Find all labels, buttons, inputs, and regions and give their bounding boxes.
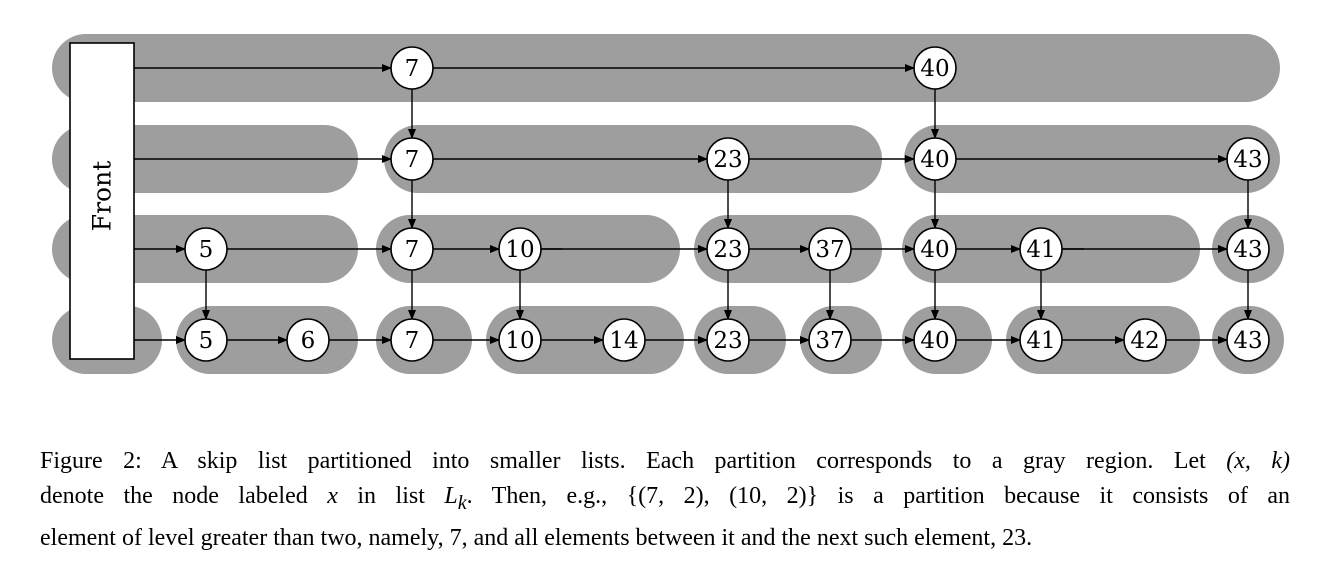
skip-list-node: 40 <box>913 46 957 90</box>
skip-list-node: 37 <box>808 227 852 271</box>
skip-list-node: 43 <box>1226 137 1270 181</box>
node-label: 10 <box>505 237 534 263</box>
node-circle <box>390 227 434 271</box>
caption-math-set: {(7, 2), (10, 2)} <box>626 483 819 509</box>
skip-list-node: 43 <box>1226 227 1270 271</box>
skip-list-node: 23 <box>706 137 750 181</box>
node-label: 41 <box>1026 328 1055 354</box>
skip-list-node: 6 <box>286 318 330 362</box>
list-edges <box>134 64 1252 344</box>
skip-list-node: 23 <box>706 318 750 362</box>
list-nodes: 7 40 7 23 40 43 5 7 10 23 37 40 41 43 5 6 7 10 14 23 37 40 41 4… <box>184 46 1270 362</box>
caption-text-2d: is a partition because it consists of an <box>818 483 1291 509</box>
node-label: 40 <box>920 147 949 173</box>
skip-list-node: 10 <box>498 318 542 362</box>
skip-list-node: 41 <box>1019 227 1063 271</box>
node-label: 10 <box>505 328 534 354</box>
node-label: 14 <box>609 328 638 354</box>
node-circle <box>706 318 750 362</box>
skip-list-node: 23 <box>706 227 750 271</box>
skip-list-diagram: Front 7 40 7 23 40 43 5 7 10 23 37 40 41 43 5 6 7 10 14 23 3… <box>52 34 1284 374</box>
node-circle <box>390 318 434 362</box>
caption-text-1: A skip list partitioned into smaller lis… <box>141 448 1227 474</box>
caption-math-x: x <box>327 483 338 509</box>
partition-regions <box>52 34 1284 374</box>
caption-line-2: denote the node labeled x in list Lk. Th… <box>40 479 1290 521</box>
skip-list-node: 5 <box>184 318 228 362</box>
caption-math-xk: (x, k) <box>1226 448 1291 474</box>
node-label: 40 <box>920 56 949 82</box>
node-circle <box>913 46 957 90</box>
node-circle <box>1123 318 1167 362</box>
node-label: 37 <box>815 328 844 354</box>
caption-text-2a: denote the node labeled <box>40 483 328 509</box>
skip-list-node: 37 <box>808 318 852 362</box>
node-circle <box>706 137 750 181</box>
skip-list-node: 7 <box>390 46 434 90</box>
caption-figure-label: Figure 2: <box>40 448 142 474</box>
node-circle <box>1226 318 1270 362</box>
node-label: 43 <box>1233 147 1262 173</box>
caption-text-2c: . Then, e.g., <box>466 483 627 509</box>
node-label: 41 <box>1026 237 1055 263</box>
node-label: 7 <box>405 147 420 173</box>
node-circle <box>1226 137 1270 181</box>
node-circle <box>184 227 228 271</box>
node-label: 6 <box>301 328 316 354</box>
node-label: 43 <box>1233 328 1262 354</box>
node-circle <box>286 318 330 362</box>
skip-list-node: 40 <box>913 318 957 362</box>
node-circle <box>913 318 957 362</box>
node-label: 5 <box>199 237 214 263</box>
node-circle <box>602 318 646 362</box>
caption-line-3: element of level greater than two, namel… <box>40 521 1290 556</box>
front-rect <box>69 42 135 360</box>
node-circle <box>1019 227 1063 271</box>
node-label: 5 <box>199 328 214 354</box>
skip-list-node: 7 <box>390 227 434 271</box>
skip-list-figure: Front 7 40 7 23 40 43 5 7 10 23 37 40 41 43 5 6 7 10 14 23 3… <box>52 34 1284 374</box>
node-label: 43 <box>1233 237 1262 263</box>
node-circle <box>498 227 542 271</box>
skip-list-node: 40 <box>913 137 957 181</box>
node-label: 40 <box>920 237 949 263</box>
node-label: 40 <box>920 328 949 354</box>
node-circle <box>808 227 852 271</box>
node-circle <box>808 318 852 362</box>
skip-list-node: 14 <box>602 318 646 362</box>
skip-list-node: 41 <box>1019 318 1063 362</box>
skip-list-node: 7 <box>390 318 434 362</box>
node-circle <box>498 318 542 362</box>
caption-math-lk: L <box>444 483 458 509</box>
front-box: Front <box>69 42 135 360</box>
skip-list-node: 43 <box>1226 318 1270 362</box>
node-label: 37 <box>815 237 844 263</box>
node-label: 7 <box>405 328 420 354</box>
front-label: Front <box>88 161 117 232</box>
node-circle <box>1226 227 1270 271</box>
node-circle <box>1019 318 1063 362</box>
node-circle <box>913 227 957 271</box>
caption-text-2b: in list <box>337 483 445 509</box>
node-label: 42 <box>1130 328 1159 354</box>
node-circle <box>390 137 434 181</box>
skip-list-node: 7 <box>390 137 434 181</box>
skip-list-node: 42 <box>1123 318 1167 362</box>
node-label: 23 <box>713 328 742 354</box>
node-label: 7 <box>405 237 420 263</box>
node-label: 23 <box>713 237 742 263</box>
node-label: 23 <box>713 147 742 173</box>
node-circle <box>913 137 957 181</box>
node-circle <box>184 318 228 362</box>
skip-list-node: 40 <box>913 227 957 271</box>
skip-list-node: 5 <box>184 227 228 271</box>
node-label: 7 <box>405 56 420 82</box>
caption-math-lk-sub: k <box>457 491 467 514</box>
skip-list-node: 10 <box>498 227 542 271</box>
caption-line-1: Figure 2: A skip list partitioned into s… <box>40 444 1290 479</box>
caption-text-3: element of level greater than two, namel… <box>40 524 1033 551</box>
figure-caption: Figure 2: A skip list partitioned into s… <box>40 444 1290 556</box>
node-circle <box>390 46 434 90</box>
node-circle <box>706 227 750 271</box>
